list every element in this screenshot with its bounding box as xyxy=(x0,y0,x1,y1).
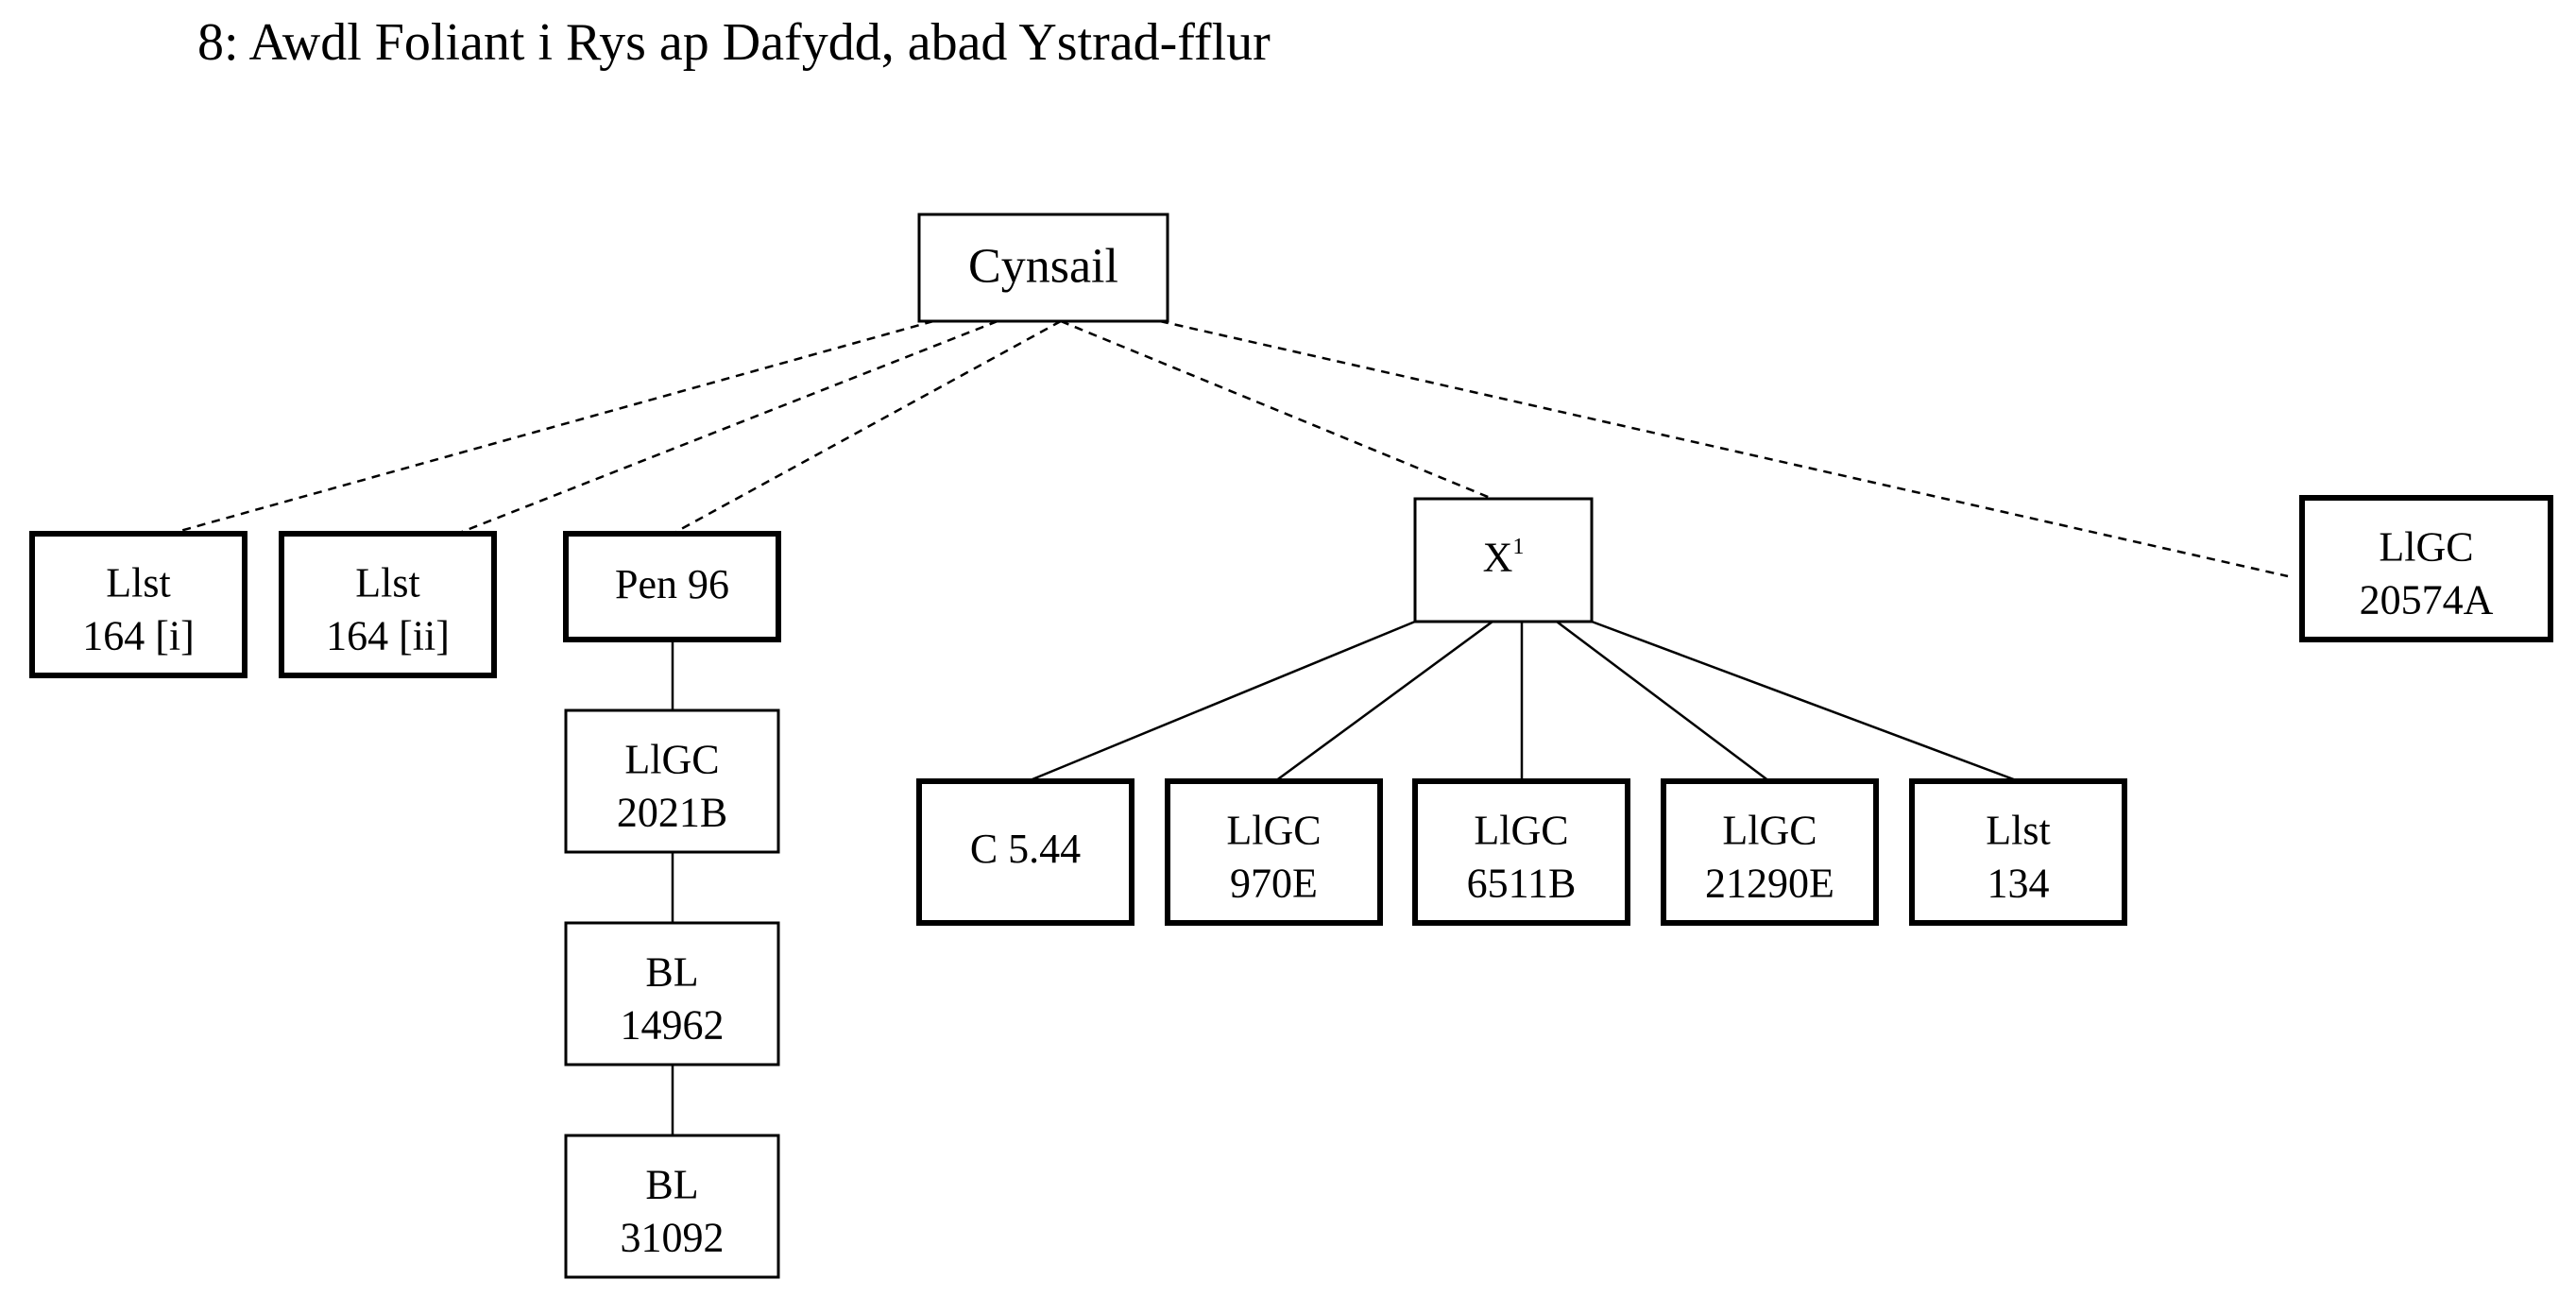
page-title: 8: Awdl Foliant i Rys ap Dafydd, abad Ys… xyxy=(197,13,1271,72)
node-label: X1 xyxy=(1483,534,1525,580)
node-llgc-970e: LlGC 970E xyxy=(1165,778,1383,926)
node-label: 21290E xyxy=(1705,861,1834,907)
node-llgc-2021b: LlGC 2021B xyxy=(564,708,780,854)
node-box xyxy=(564,1134,780,1279)
node-label: 6511B xyxy=(1467,861,1577,907)
node-label: 134 xyxy=(1987,861,2050,907)
node-label: Cynsail xyxy=(968,239,1118,293)
node-box xyxy=(1909,778,2127,926)
node-box xyxy=(279,531,497,678)
node-llst-164-ii: Llst 164 [ii] xyxy=(279,531,497,678)
node-box xyxy=(1661,778,1879,926)
edge-cynsail-to-llst-164-i xyxy=(169,319,934,536)
node-bl-14962: BL 14962 xyxy=(564,921,780,1067)
node-label: 31092 xyxy=(621,1215,725,1261)
node-label: Pen 96 xyxy=(615,561,729,607)
edge-cynsail-to-pen-96 xyxy=(672,319,1062,536)
node-label: Llst xyxy=(1986,807,2050,853)
node-label: Llst xyxy=(355,559,419,606)
node-box xyxy=(916,778,1134,926)
node-label: LlGC xyxy=(1226,807,1321,853)
node-box xyxy=(563,531,781,642)
node-label: 2021B xyxy=(617,790,727,836)
node-box xyxy=(917,213,1169,323)
node-pen-96: Pen 96 xyxy=(563,531,781,642)
node-box xyxy=(2299,495,2553,642)
node-label: LlGC xyxy=(1474,807,1568,853)
edge-cynsail-to-x1 xyxy=(1060,319,1493,501)
node-box xyxy=(564,921,780,1067)
node-bl-31092: BL 31092 xyxy=(564,1134,780,1279)
node-box xyxy=(564,708,780,854)
node-label: 164 [ii] xyxy=(326,613,450,659)
node-llst-164-i: Llst 164 [i] xyxy=(29,531,247,678)
node-cynsail: Cynsail xyxy=(917,213,1169,323)
node-llgc-6511b: LlGC 6511B xyxy=(1412,778,1630,926)
node-label: 14962 xyxy=(621,1002,725,1049)
node-superscript: 1 xyxy=(1512,534,1524,559)
edge-x1-to-llst-134 xyxy=(1591,620,2020,783)
node-x1: X1 xyxy=(1413,497,1594,623)
node-llgc-20574a: LlGC 20574A xyxy=(2299,495,2553,642)
node-box xyxy=(29,531,247,678)
edge-x1-to-c-5-44 xyxy=(1027,620,1416,783)
edge-cynsail-to-llst-164-ii xyxy=(456,319,998,536)
node-llst-134: Llst 134 xyxy=(1909,778,2127,926)
node-label: LlGC xyxy=(1722,807,1817,853)
node-llgc-21290e: LlGC 21290E xyxy=(1661,778,1879,926)
node-label: BL xyxy=(645,948,698,995)
node-label: LlGC xyxy=(2379,523,2473,570)
node-box xyxy=(1413,497,1594,623)
node-box xyxy=(1412,778,1630,926)
node-label: 970E xyxy=(1230,861,1318,907)
edge-cynsail-to-llgc-20574a xyxy=(1159,319,2289,578)
stemma-edges xyxy=(169,319,2289,1135)
node-label: 20574A xyxy=(2360,577,2494,623)
node-label: C 5.44 xyxy=(970,826,1081,872)
node-label: 164 [i] xyxy=(82,613,195,659)
node-label: LlGC xyxy=(624,736,719,782)
edge-x1-to-llgc-21290e xyxy=(1556,621,1770,782)
node-box xyxy=(1165,778,1383,926)
node-label: Llst xyxy=(106,559,170,606)
edge-x1-to-llgc-970e xyxy=(1274,620,1493,783)
node-label: BL xyxy=(645,1161,698,1207)
node-c-5-44: C 5.44 xyxy=(916,778,1134,926)
